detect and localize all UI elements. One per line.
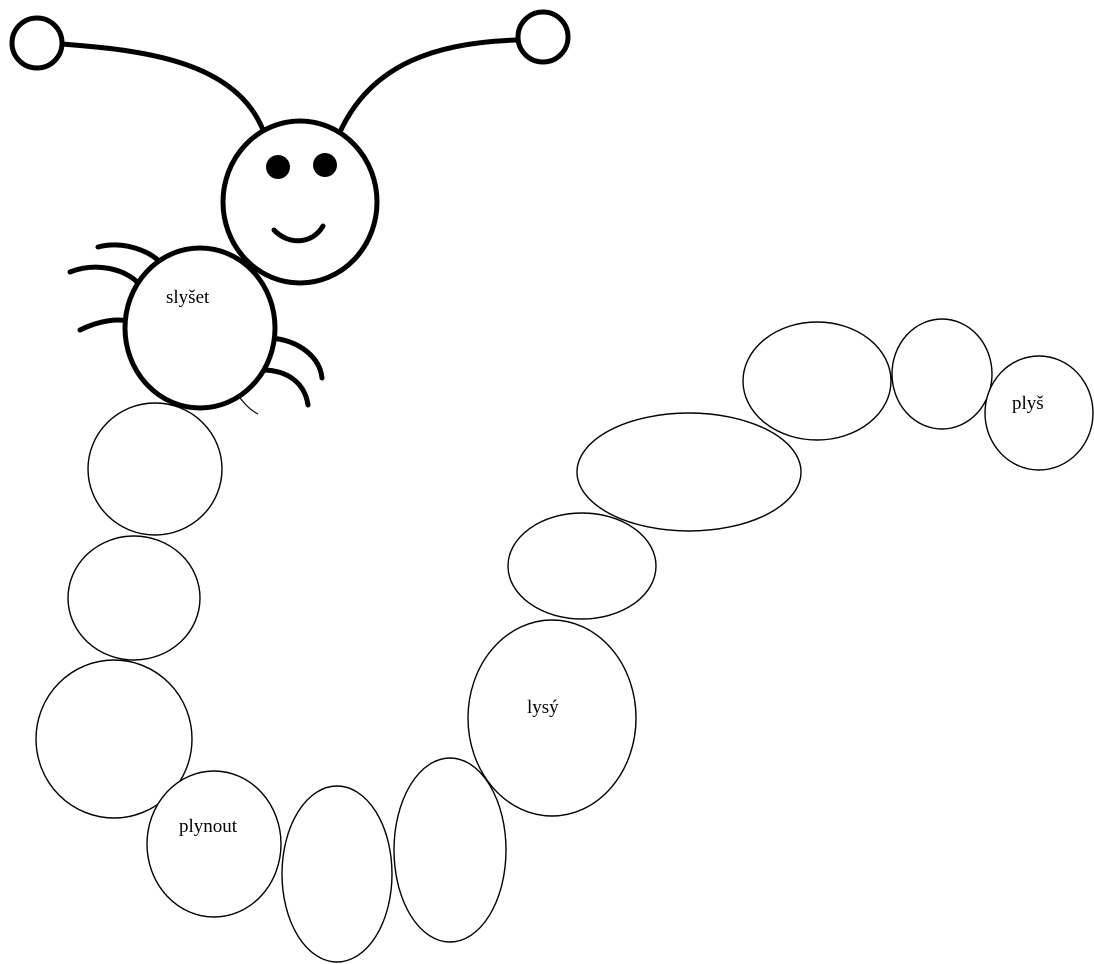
segment-blank-8[interactable] — [742, 321, 892, 441]
antennae — [9, 9, 571, 135]
segment-blank-4[interactable] — [281, 785, 393, 963]
segment-ellipse — [467, 619, 637, 817]
segment-plynout[interactable]: plynout — [146, 770, 282, 918]
segment-blank-5[interactable] — [393, 757, 507, 943]
right-eye-icon — [313, 153, 337, 177]
left-eye-icon — [266, 155, 290, 179]
head — [220, 118, 380, 286]
leg-upper-left-1 — [95, 242, 163, 265]
leg-lower-right-1 — [267, 335, 325, 381]
segment-plys[interactable]: plyš — [984, 355, 1094, 471]
word-slyset: slyšet — [166, 287, 210, 308]
right-antenna-knob — [515, 9, 571, 65]
body-segments: plynout lysý plyš — [35, 318, 1094, 963]
legs — [67, 242, 325, 408]
word-plynout: plynout — [179, 816, 238, 837]
first-body-segment — [122, 245, 278, 411]
segment-ellipse — [984, 355, 1094, 471]
word-lysy: lysý — [527, 697, 559, 718]
segment-blank-7[interactable] — [576, 412, 802, 532]
smile-icon — [271, 223, 326, 244]
segment-blank-6[interactable] — [507, 512, 657, 620]
leg-upper-left-3 — [77, 317, 133, 333]
leg-lower-right-2 — [259, 367, 311, 408]
segment-lysy[interactable]: lysý — [467, 619, 637, 817]
head-circle — [220, 118, 380, 286]
left-antenna — [59, 41, 266, 133]
segment-blank-1[interactable] — [87, 402, 223, 536]
word-plys: plyš — [1012, 393, 1044, 414]
scribble-mark — [174, 397, 259, 415]
segment-blank-2[interactable] — [67, 535, 201, 661]
segment-blank-3[interactable] — [35, 659, 193, 819]
segment-slyset[interactable]: slyšet — [122, 245, 278, 411]
leg-upper-left-2 — [67, 264, 143, 288]
segment-blank-9[interactable] — [891, 318, 993, 430]
segment-ellipse — [146, 770, 282, 918]
left-antenna-knob — [9, 15, 65, 71]
right-antenna — [337, 37, 521, 135]
